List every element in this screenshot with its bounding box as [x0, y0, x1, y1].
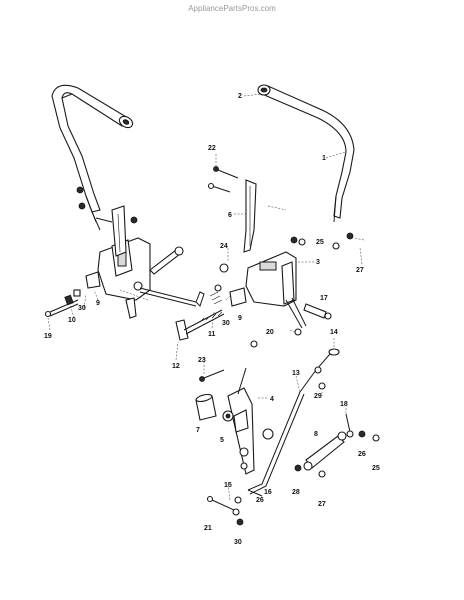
bolt-part-23[interactable]: [199, 369, 225, 382]
callout-26-right: 26: [358, 451, 366, 458]
callout-25-lower: 25: [372, 465, 380, 472]
callout-22: 22: [208, 145, 216, 152]
callout-labels: 1 2 3 4 5 6 7 8 9 9 10 11 12 13 14 15 16…: [44, 93, 380, 546]
callout-15: 15: [224, 482, 232, 489]
shift-rod[interactable]: [139, 287, 205, 307]
callout-9-left: 9: [96, 300, 100, 307]
callout-2: 2: [238, 93, 242, 100]
nut-part-20[interactable]: [294, 328, 302, 336]
callout-27-lower: 27: [318, 501, 326, 508]
callout-30-left: 30: [78, 305, 86, 312]
callout-16: 16: [264, 489, 272, 496]
callout-7: 7: [196, 427, 200, 434]
bushing-part-5[interactable]: [222, 410, 234, 422]
bracket-part-6[interactable]: [243, 179, 257, 253]
callout-13: 13: [292, 370, 300, 377]
bolt-part-17[interactable]: [303, 303, 332, 320]
clip-part-9-right[interactable]: [229, 287, 247, 307]
callout-10: 10: [68, 317, 76, 324]
part-29[interactable]: [318, 382, 326, 390]
callout-29: 29: [314, 393, 322, 400]
callout-19: 19: [44, 333, 52, 340]
clip-part-9-left[interactable]: [85, 271, 101, 289]
bolt-part-18[interactable]: [345, 413, 354, 438]
ring-washer[interactable]: [262, 428, 274, 440]
callout-23: 23: [198, 357, 206, 364]
handle-fasteners-left[interactable]: [76, 186, 138, 224]
lever-top-nut[interactable]: [250, 340, 258, 348]
callout-30-center: 30: [222, 320, 230, 327]
rod-part-13[interactable]: [247, 353, 331, 495]
callout-24: 24: [220, 243, 228, 250]
right-control-base[interactable]: [245, 251, 307, 329]
callout-30-bottom: 30: [234, 539, 242, 546]
callout-11: 11: [208, 331, 216, 338]
callout-1: 1: [322, 155, 326, 162]
callout-28: 28: [292, 489, 300, 496]
callout-25-upper: 25: [316, 239, 324, 246]
callout-20: 20: [266, 329, 274, 336]
ball-joint-part-14[interactable]: [314, 348, 340, 374]
callout-4: 4: [270, 396, 274, 403]
callout-17: 17: [320, 295, 328, 302]
right-control-handle[interactable]: [257, 84, 355, 223]
callout-12: 12: [172, 363, 180, 370]
callout-26-lower: 26: [256, 497, 264, 504]
callout-21: 21: [204, 525, 212, 532]
hardware-lower-center[interactable]: [206, 489, 263, 526]
nut-part-24[interactable]: [219, 263, 229, 273]
callout-18: 18: [340, 401, 348, 408]
left-control-handle[interactable]: [51, 84, 135, 231]
damper-part-8[interactable]: [303, 431, 347, 471]
leader-lines: [47, 93, 365, 501]
bolt-part-19[interactable]: [44, 289, 81, 318]
spring-bolt-part-12[interactable]: [175, 284, 225, 341]
left-damper[interactable]: [149, 246, 184, 275]
callout-8: 8: [314, 431, 318, 438]
callout-27-upper: 27: [356, 267, 364, 274]
left-control-base[interactable]: [97, 205, 151, 319]
hardware-lower-right[interactable]: [294, 430, 380, 478]
callout-6: 6: [228, 212, 232, 219]
bushing-part-7[interactable]: [195, 393, 217, 421]
hardware-parts-25-27-upper[interactable]: [290, 232, 354, 250]
watermark-text: AppliancePartsPros.com: [188, 4, 276, 13]
callout-5: 5: [220, 437, 224, 444]
callout-3: 3: [316, 259, 320, 266]
callout-14: 14: [330, 329, 338, 336]
lever-part-4[interactable]: [227, 367, 255, 475]
bolt-part-22[interactable]: [207, 166, 239, 193]
callout-9-right: 9: [238, 315, 242, 322]
